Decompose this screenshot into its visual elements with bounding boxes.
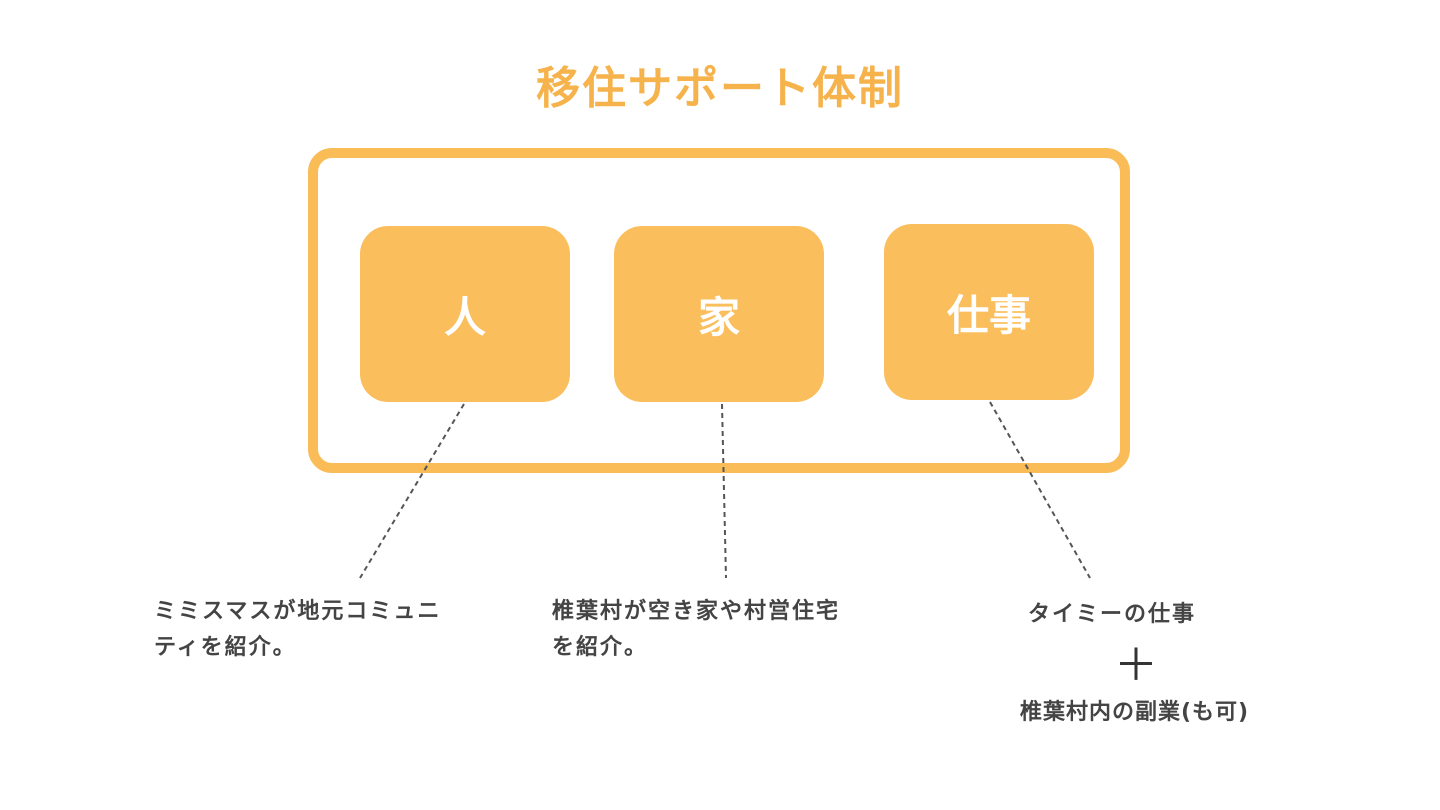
pillar-box-house: 家 bbox=[614, 226, 824, 402]
pillar-label-person: 人 bbox=[443, 292, 486, 342]
pillar-label-house: 家 bbox=[697, 292, 740, 342]
pillar-box-person: 人 bbox=[360, 226, 570, 402]
pillar-label-work: 仕事 bbox=[946, 290, 1031, 340]
description-person-line-1: ミミスマスが地元コミュニ bbox=[154, 599, 442, 624]
pillar-box-work: 仕事 bbox=[884, 224, 1094, 400]
description-person: ミミスマスが地元コミュニ ティを紹介。 bbox=[154, 594, 494, 666]
description-house-line-2: を紹介。 bbox=[552, 635, 649, 660]
support-frame bbox=[308, 148, 1130, 473]
description-work-extra: 椎葉村内の副業(も可) bbox=[1020, 700, 1250, 725]
description-person-line-2: ティを紹介。 bbox=[154, 635, 297, 660]
description-house: 椎葉村が空き家や村営住宅 を紹介。 bbox=[552, 594, 892, 666]
plus-icon: ＋ bbox=[1114, 640, 1158, 691]
page-title: 移住サポート体制 bbox=[536, 63, 904, 114]
description-work: タイミーの仕事 bbox=[1028, 602, 1197, 627]
description-house-line-1: 椎葉村が空き家や村営住宅 bbox=[552, 599, 841, 624]
